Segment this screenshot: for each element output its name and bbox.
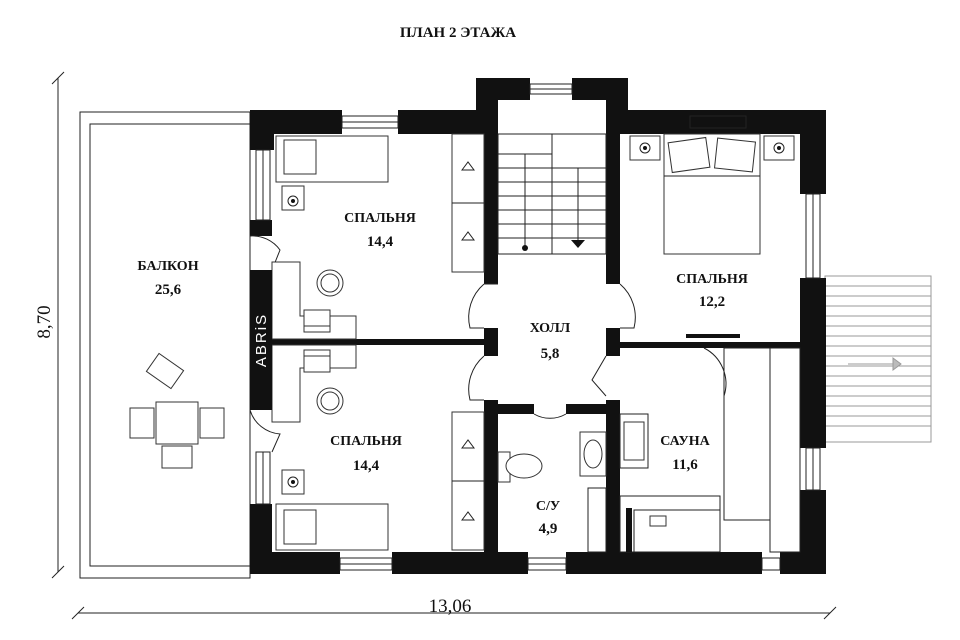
room-area-bedroom-3: 12,2 [699,294,725,310]
bedroom-1-furniture [271,133,485,340]
dimension-width-label: 13,06 [429,596,472,617]
dimension-height-label: 8,70 [34,305,55,338]
room-balcony: БАЛКОН 25,6 [137,259,198,298]
room-name-hall: ХОЛЛ [530,321,571,336]
room-bathroom: С/У 4,9 [536,499,560,537]
room-hall: ХОЛЛ 5,8 [530,321,571,362]
room-name-bathroom: С/У [536,499,560,514]
plan-title: ПЛАН 2 ЭТАЖА [400,25,516,41]
dimension-height: 8,70 [34,71,65,579]
room-name-bedroom-3: СПАЛЬНЯ [676,272,748,287]
exterior-walls [250,78,826,574]
room-bedroom-right: СПАЛЬНЯ 12,2 [676,272,748,310]
bedroom-3-furniture [629,133,795,338]
bedroom-2-furniture [271,344,485,551]
bathroom-furniture [497,431,607,553]
room-sauna: САУНА 11,6 [660,434,710,473]
balcony-outline [79,111,251,579]
room-bedroom-bottom-left: СПАЛЬНЯ 14,4 [330,434,402,474]
room-area-hall: 5,8 [541,346,560,362]
logo-badge: ABRiS [250,270,272,410]
room-area-bedroom-1: 14,4 [367,234,394,250]
interior-walls [272,100,800,552]
balcony-furniture [129,352,225,469]
doors [249,235,727,453]
staircase [497,133,607,255]
logo-text: ABRiS [253,313,270,367]
dimension-width: 13,06 [71,596,837,620]
room-name-bedroom-2: СПАЛЬНЯ [330,434,402,449]
room-name-balcony: БАЛКОН [137,259,198,274]
room-area-balcony: 25,6 [155,282,182,298]
sauna-furniture [619,347,801,553]
room-area-bedroom-2: 14,4 [353,458,380,474]
windows [255,83,821,571]
room-name-sauna: САУНА [660,434,710,449]
room-bedroom-top-left: СПАЛЬНЯ 14,4 [344,211,416,250]
terrace-steps [824,275,932,443]
room-area-bathroom: 4,9 [539,521,558,537]
room-name-bedroom-1: СПАЛЬНЯ [344,211,416,226]
room-area-sauna: 11,6 [672,457,698,473]
